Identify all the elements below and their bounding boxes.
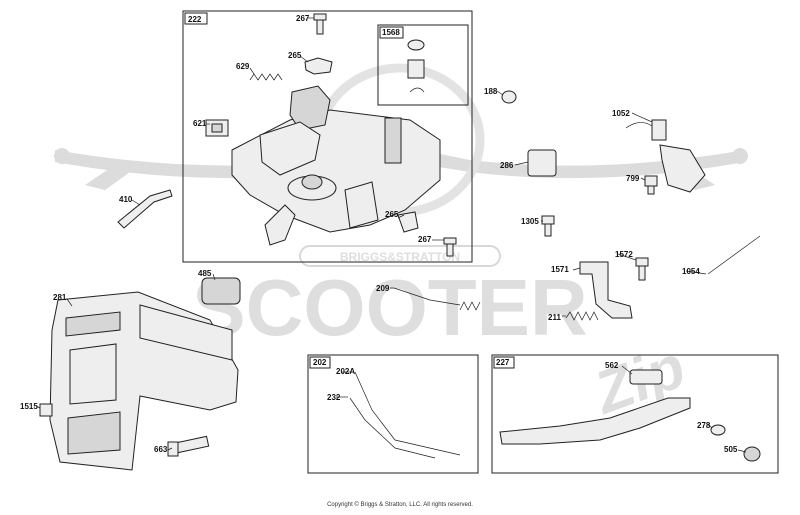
box-1568-tag xyxy=(379,26,404,39)
label-621: 621 xyxy=(193,119,207,128)
label-265-bottom: 265 xyxy=(385,210,399,219)
part-281-cover xyxy=(49,291,239,471)
part-410-link xyxy=(117,189,173,229)
part-202-cable xyxy=(349,371,461,459)
label-188: 188 xyxy=(484,87,498,96)
box-1568-title: 1568 xyxy=(382,28,400,37)
watermark-dot-left xyxy=(54,148,70,164)
label-1571: 1571 xyxy=(551,265,569,274)
part-1052-switch xyxy=(625,119,706,193)
label-505: 505 xyxy=(724,445,738,454)
box-202-title: 202 xyxy=(313,358,327,367)
box-222-frame xyxy=(182,10,473,263)
part-227-lever xyxy=(499,369,761,462)
label-410: 410 xyxy=(119,195,133,204)
label-265-top: 265 xyxy=(288,51,302,60)
part-1571-bracket xyxy=(579,261,633,319)
box-202-tag xyxy=(309,356,331,369)
watermark-site: SCOOTER xyxy=(192,263,588,352)
box-202-frame xyxy=(307,354,479,474)
box-222-title: 222 xyxy=(188,15,202,24)
part-209-spring xyxy=(393,287,481,311)
label-278: 278 xyxy=(697,421,711,430)
part-485-block xyxy=(201,277,241,305)
label-267-bottom: 267 xyxy=(418,235,432,244)
box-1568-frame xyxy=(377,24,469,106)
part-621-bracket xyxy=(205,119,229,137)
part-629-spring xyxy=(249,73,283,81)
copyright-notice: Copyright © Briggs & Stratton, LLC. All … xyxy=(327,502,473,508)
label-281: 281 xyxy=(53,293,67,302)
label-1572: 1572 xyxy=(615,250,633,259)
watermark-flare-left xyxy=(85,168,130,190)
box-227-frame xyxy=(491,354,779,474)
watermark-brand: BRIGGS&STRATTON xyxy=(340,250,460,264)
part-286-boot xyxy=(527,149,557,177)
label-267-top: 267 xyxy=(296,14,310,23)
part-267-screw-top xyxy=(313,13,327,35)
label-1515: 1515 xyxy=(20,402,38,411)
part-1568-hardware xyxy=(407,39,425,93)
label-799: 799 xyxy=(626,174,640,183)
label-1054: 1054 xyxy=(682,267,700,276)
part-1515-screw xyxy=(39,403,53,417)
part-265-clip-bottom xyxy=(397,211,419,233)
label-485: 485 xyxy=(198,269,212,278)
label-202A: 202A xyxy=(336,367,355,376)
label-232: 232 xyxy=(327,393,341,402)
part-1572-screw xyxy=(635,257,649,281)
part-labels: 267 265 629 621 410 265 267 188 1052 286… xyxy=(20,14,738,454)
part-799-screw xyxy=(644,175,658,195)
leader-lines xyxy=(35,17,747,453)
box-227-title: 227 xyxy=(496,358,510,367)
label-211: 211 xyxy=(548,313,561,322)
part-663-bolt xyxy=(167,435,210,457)
label-562: 562 xyxy=(605,361,619,370)
label-209: 209 xyxy=(376,284,390,293)
part-1305-screw xyxy=(541,215,555,237)
part-211-spring xyxy=(565,311,599,321)
label-286: 286 xyxy=(500,161,514,170)
part-267-screw-bottom xyxy=(443,237,457,257)
part-control-bracket-assembly xyxy=(231,85,441,246)
label-1305: 1305 xyxy=(521,217,539,226)
part-188-nut xyxy=(501,90,517,104)
part-1054-tie xyxy=(707,235,761,275)
watermark-swoosh xyxy=(55,150,745,179)
label-629: 629 xyxy=(236,62,250,71)
box-227-tag xyxy=(493,356,515,369)
watermark-dot-right xyxy=(732,148,748,164)
part-265-clip-top xyxy=(304,57,333,75)
box-222-tag xyxy=(184,12,208,25)
label-1052: 1052 xyxy=(612,109,630,118)
label-663: 663 xyxy=(154,445,168,454)
